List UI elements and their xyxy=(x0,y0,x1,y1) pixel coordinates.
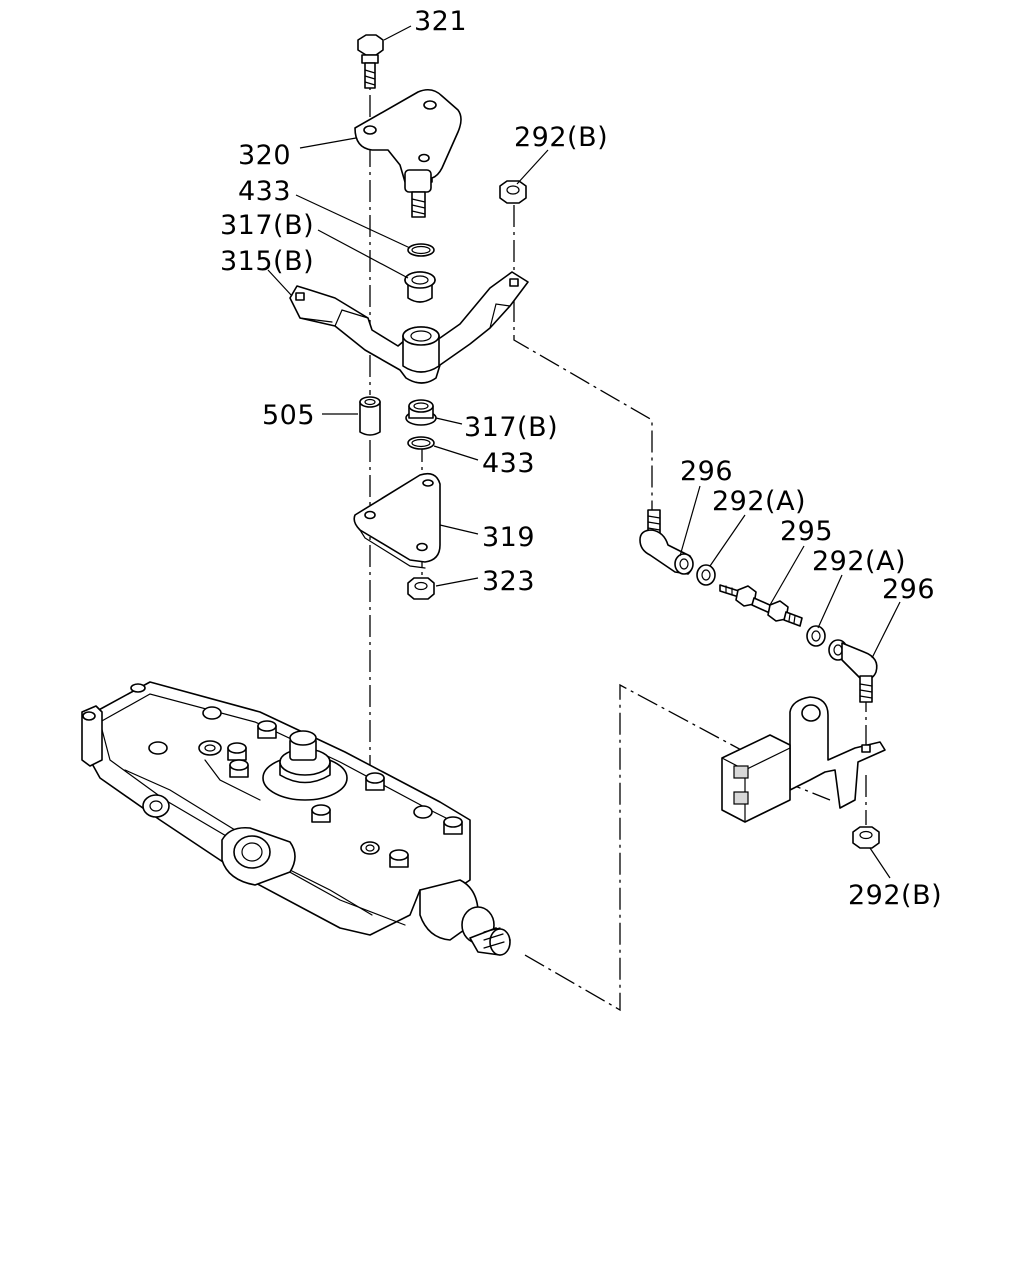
label-292a-left: 292(A) xyxy=(712,486,806,517)
bushing-317b-top xyxy=(404,271,436,303)
label-317b-low: 317(B) xyxy=(464,412,558,443)
o-ring-433-top xyxy=(407,243,435,257)
bolt-321 xyxy=(357,34,384,89)
nut-292b-bottom xyxy=(852,826,880,849)
label-320: 320 xyxy=(238,140,291,171)
nut-323 xyxy=(407,577,435,600)
label-296-right: 296 xyxy=(882,574,935,605)
label-295: 295 xyxy=(780,516,833,547)
ball-joint-296-left xyxy=(639,509,694,575)
bushing-317b-low xyxy=(405,399,437,426)
o-ring-433-low xyxy=(407,436,435,450)
label-317b-top: 317(B) xyxy=(220,210,314,241)
nut-292a-right xyxy=(806,625,826,647)
plate-319 xyxy=(353,472,441,569)
label-433-low: 433 xyxy=(482,448,535,479)
housing-bolts xyxy=(227,720,463,868)
label-292a-right: 292(A) xyxy=(812,546,906,577)
label-433-top: 433 xyxy=(238,176,291,207)
label-296-left: 296 xyxy=(680,456,733,487)
center-lines xyxy=(369,60,867,1012)
part-labels: 321 320 433 317(B) 315(B) 292(B) 505 317… xyxy=(220,6,942,911)
nut-292a-left xyxy=(696,564,716,586)
label-321: 321 xyxy=(414,6,467,37)
bracket-lower xyxy=(721,696,886,823)
lever-315b xyxy=(289,271,529,384)
rod-295 xyxy=(719,584,803,627)
leader-lines xyxy=(267,25,901,879)
bracket-320 xyxy=(354,88,462,218)
collar-505 xyxy=(359,396,381,436)
gearbox-housing xyxy=(81,681,511,956)
nut-292b-top xyxy=(499,180,527,204)
label-323: 323 xyxy=(482,566,535,597)
label-505: 505 xyxy=(262,400,315,431)
label-315b: 315(B) xyxy=(220,246,314,277)
label-292b-top: 292(B) xyxy=(514,122,608,153)
label-292b-bottom: 292(B) xyxy=(848,880,942,911)
ball-joint-296-right xyxy=(828,639,878,703)
label-319: 319 xyxy=(482,522,535,553)
